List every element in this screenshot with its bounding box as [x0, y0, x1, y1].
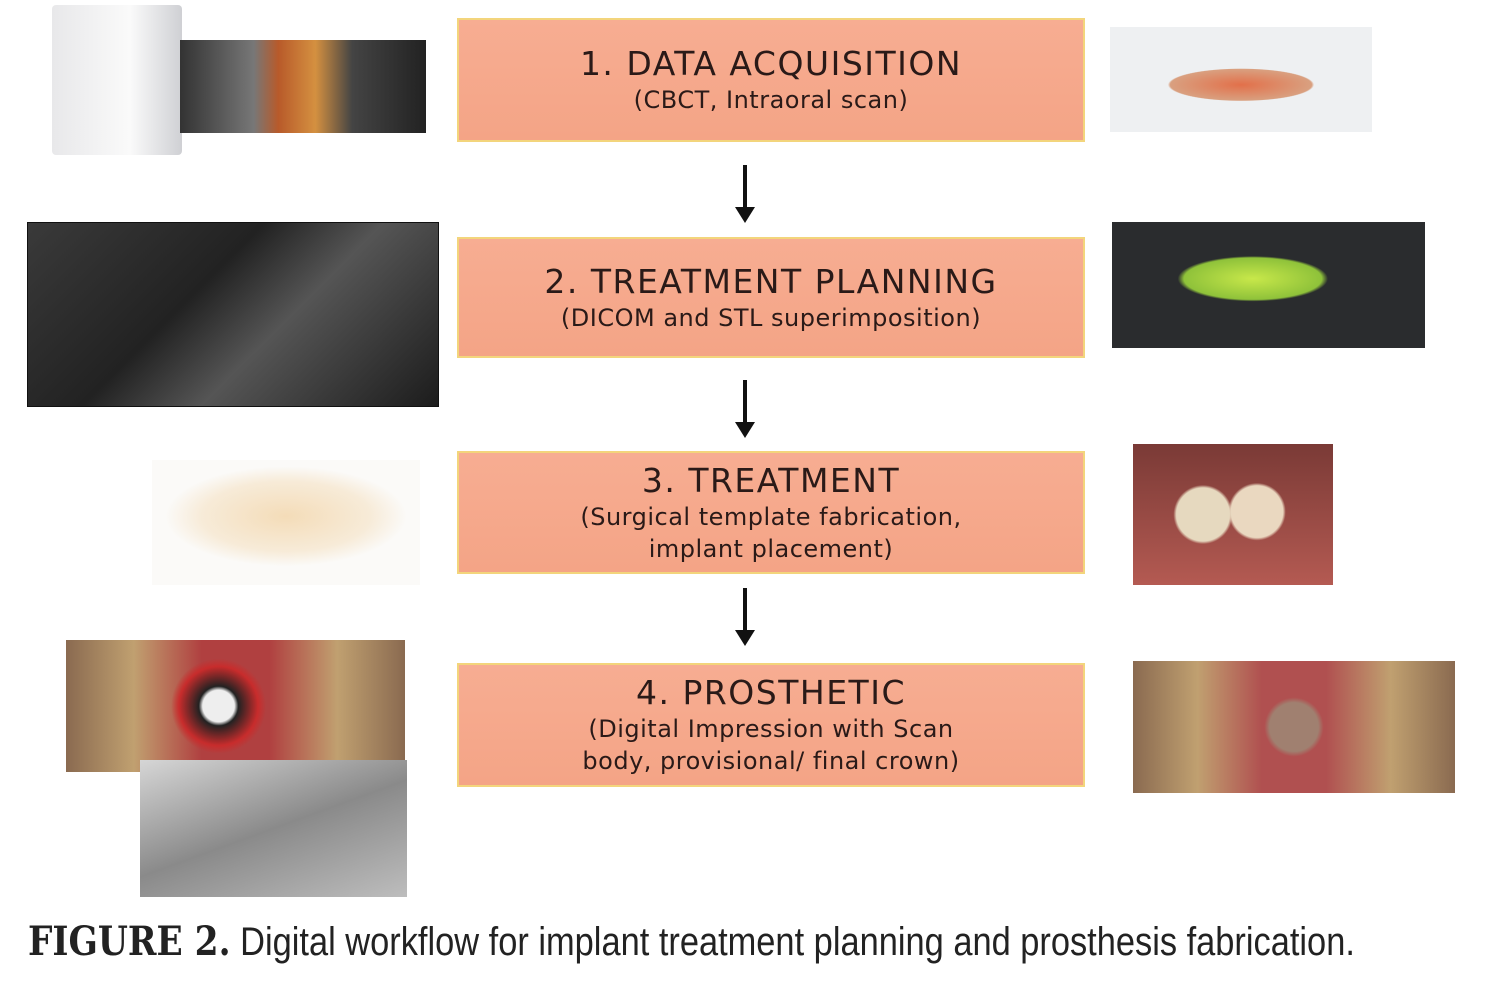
step-treatment: 3. TREATMENT (Surgical template fabricat… [457, 451, 1085, 574]
step-subtitle: (Surgical template fabrication, [580, 502, 962, 531]
healing-abutment-photo [66, 640, 405, 772]
intraoral-scan-model-image [1110, 27, 1372, 132]
step-prosthetic: 4. PROSTHETIC (Digital Impression with S… [457, 663, 1085, 787]
step-title: 4. PROSTHETIC [636, 673, 906, 712]
step-title: 2. TREATMENT PLANNING [544, 261, 998, 301]
step-subtitle-line2: body, provisional/ final crown) [582, 747, 960, 775]
surgical-template-image [152, 460, 420, 585]
step-subtitle: (Digital Impression with Scan [588, 715, 954, 743]
arrow-down-icon [735, 165, 755, 223]
figure-label: FIGURE 2. [28, 918, 231, 965]
cbct-scanner-image [52, 5, 182, 155]
final-crown-photo [1133, 661, 1455, 793]
step-title: 1. DATA ACQUISITION [579, 44, 963, 83]
arrow-down-icon [735, 380, 755, 438]
planning-software-screenshot [27, 222, 439, 407]
step-treatment-planning: 2. TREATMENT PLANNING (DICOM and STL sup… [457, 237, 1085, 358]
caption-text: Digital workflow for implant treatment p… [230, 920, 1355, 964]
step-data-acquisition: 1. DATA ACQUISITION (CBCT, Intraoral sca… [457, 18, 1085, 142]
figure-caption: FIGURE 2. Digital workflow for implant t… [28, 918, 1355, 965]
step-title: 3. TREATMENT [641, 460, 901, 500]
step-subtitle-line2: implant placement) [648, 534, 894, 563]
digital-impression-image [140, 760, 407, 897]
cbct-scan-images [180, 40, 426, 133]
implant-placement-photo [1133, 444, 1333, 585]
superimposition-3d-image [1112, 222, 1425, 348]
arrow-down-icon [735, 588, 755, 646]
step-subtitle: (DICOM and STL superimposition) [560, 303, 982, 332]
step-subtitle: (CBCT, Intraoral scan) [633, 86, 909, 114]
